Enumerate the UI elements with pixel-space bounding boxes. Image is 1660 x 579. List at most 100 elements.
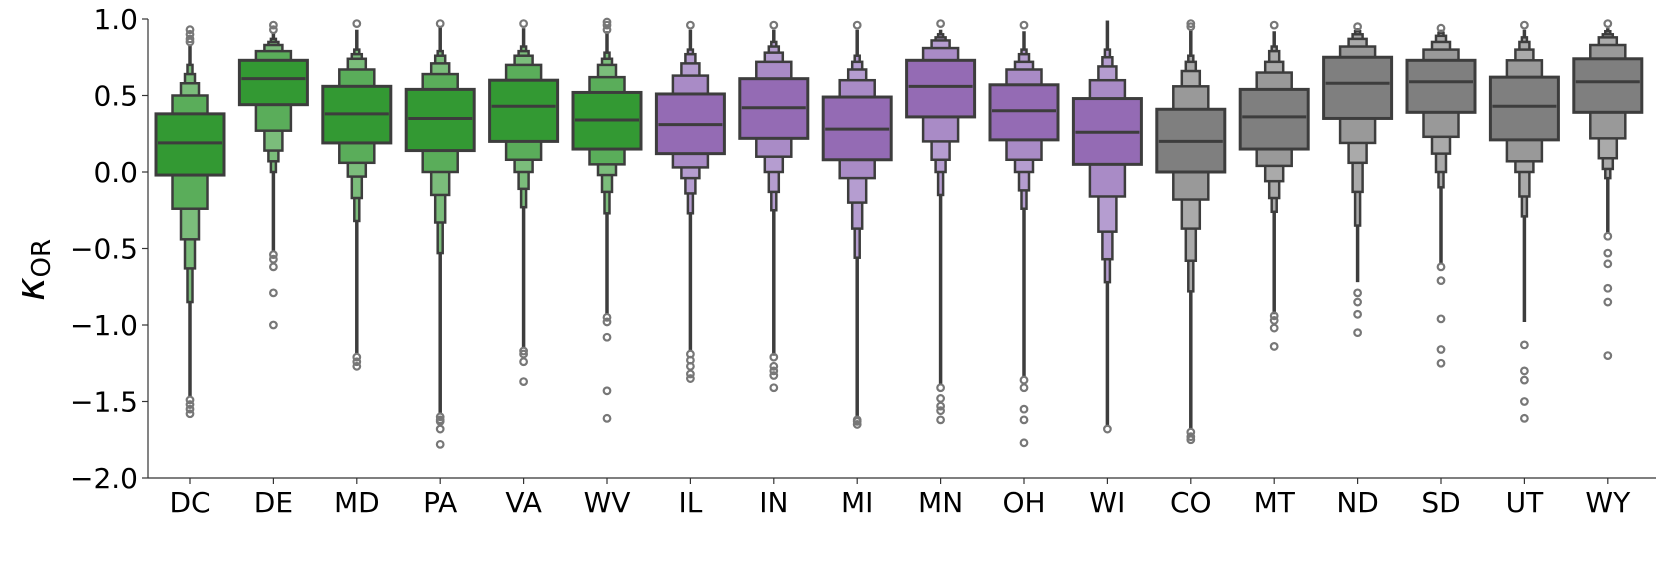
boxen-IN — [738, 20, 810, 393]
outlier-point — [519, 346, 528, 356]
outlier-point — [1269, 20, 1279, 30]
outlier-point — [1436, 345, 1446, 354]
outlier-point — [1519, 340, 1529, 350]
outlier-point — [1519, 413, 1529, 423]
outlier-point — [269, 254, 278, 264]
x-tick-label: IN — [759, 486, 788, 519]
boxen-DE — [237, 20, 309, 330]
y-tick-label: 0.0 — [93, 156, 138, 189]
outlier-point — [185, 404, 195, 414]
y-axis-label-subscript: OR — [27, 239, 57, 278]
x-tick-label: VA — [505, 486, 542, 519]
outlier-point — [1353, 328, 1362, 338]
outlier-point — [852, 20, 862, 30]
outlier-point — [852, 420, 862, 429]
outlier-point — [1436, 358, 1446, 368]
outlier-point — [1603, 231, 1613, 241]
y-tick-label: −1.0 — [70, 309, 138, 342]
outlier-point — [1603, 283, 1613, 293]
outlier-point — [1603, 259, 1613, 269]
x-tick-label: CO — [1170, 486, 1212, 519]
y-tick-label: −1.5 — [70, 386, 138, 419]
outlier-point — [269, 288, 278, 298]
outlier-point — [269, 20, 278, 30]
boxen-ND — [1322, 22, 1394, 338]
outlier-point — [1436, 314, 1446, 324]
outlier-point — [1269, 316, 1279, 325]
boxen-MD — [321, 19, 393, 371]
outlier-point — [936, 415, 945, 425]
outlier-point — [936, 383, 945, 393]
outlier-point — [769, 352, 779, 362]
outlier-point — [1019, 415, 1029, 425]
outlier-point — [269, 250, 278, 260]
outlier-point — [435, 19, 445, 28]
x-tick-label: WY — [1585, 486, 1631, 519]
outlier-point — [1269, 323, 1279, 333]
outlier-point — [352, 361, 362, 371]
outlier-point — [435, 412, 445, 422]
outlier-point — [1353, 309, 1362, 319]
x-tick-label: SD — [1421, 486, 1460, 519]
y-axis-label-symbol: κ — [8, 277, 54, 301]
y-tick-label: −2.0 — [70, 462, 138, 495]
outlier-point — [1519, 397, 1529, 406]
outlier-point — [936, 19, 945, 28]
outlier-point — [1019, 383, 1029, 393]
boxen-WI — [1071, 20, 1143, 434]
x-tick-label: MT — [1254, 486, 1296, 519]
outlier-point — [602, 312, 612, 322]
x-tick-label: UT — [1506, 486, 1544, 519]
x-tick-label: DE — [254, 486, 293, 519]
outlier-point — [1186, 19, 1196, 28]
outlier-point — [435, 439, 445, 449]
letter-value-box-1 — [1572, 57, 1644, 114]
boxen-PA — [404, 19, 476, 449]
letter-value-box-1 — [1405, 58, 1477, 114]
outlier-point — [352, 357, 362, 367]
letter-value-box-1 — [154, 112, 226, 177]
outlier-point — [1019, 20, 1029, 30]
outlier-point — [602, 25, 612, 35]
plot-area — [154, 17, 1644, 449]
y-axis-label: κOR — [8, 239, 57, 301]
boxen-UT — [1488, 20, 1560, 423]
letter-value-box-1 — [1488, 75, 1560, 142]
outlier-point — [1019, 404, 1029, 414]
outlier-point — [602, 20, 612, 30]
outlier-point — [769, 361, 779, 371]
y-tick-label: 1.0 — [93, 3, 138, 36]
outlier-point — [602, 332, 612, 342]
outlier-point — [1436, 23, 1446, 33]
outlier-point — [519, 19, 528, 28]
boxen-OH — [988, 20, 1060, 448]
outlier-point — [269, 25, 278, 35]
outlier-point — [435, 424, 445, 434]
outlier-point — [1519, 20, 1529, 30]
outlier-point — [1269, 342, 1279, 351]
outlier-point — [686, 374, 695, 383]
outlier-point — [1436, 262, 1446, 272]
outlier-point — [1603, 351, 1613, 361]
boxen-DC — [154, 25, 226, 419]
outlier-point — [269, 320, 278, 330]
outlier-point — [519, 357, 528, 367]
boxen-SD — [1405, 23, 1477, 368]
outlier-point — [185, 400, 195, 409]
boxen-MN — [905, 19, 977, 425]
letter-value-box-1 — [1322, 55, 1394, 120]
outlier-point — [1269, 311, 1279, 321]
letter-value-box-1 — [237, 58, 309, 107]
boxen-WY — [1572, 19, 1644, 361]
outlier-point — [1019, 438, 1029, 448]
x-tick-label: MN — [918, 486, 963, 519]
outlier-point — [936, 406, 945, 416]
outlier-point — [1353, 22, 1362, 32]
x-tick-label: WV — [584, 486, 631, 519]
outlier-point — [1519, 366, 1529, 376]
x-tick-label: IL — [678, 486, 702, 519]
outlier-point — [769, 383, 779, 393]
outlier-point — [1186, 435, 1196, 445]
